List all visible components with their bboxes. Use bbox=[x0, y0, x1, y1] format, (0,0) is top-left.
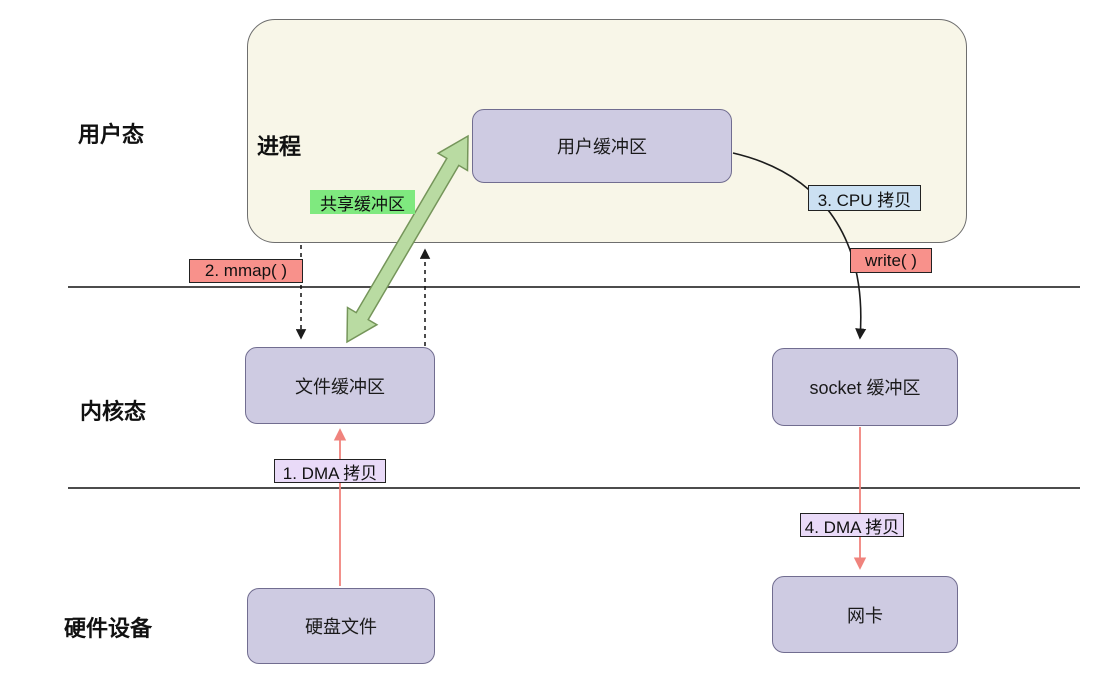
nic-box: 网卡 bbox=[772, 576, 958, 653]
socket-buffer-box: socket 缓冲区 bbox=[772, 348, 958, 426]
file-buffer-label: 文件缓冲区 bbox=[295, 376, 385, 397]
disk-file-box: 硬盘文件 bbox=[247, 588, 435, 664]
nic-label: 网卡 bbox=[847, 605, 883, 626]
region-label-user-mode: 用户态 bbox=[78, 122, 145, 147]
file-buffer-box: 文件缓冲区 bbox=[245, 347, 435, 424]
dma-copy-1-tag: 1. DMA 拷贝 bbox=[274, 459, 386, 483]
user-buffer-box: 用户缓冲区 bbox=[472, 109, 732, 183]
disk-file-label: 硬盘文件 bbox=[305, 617, 377, 637]
shared-buffer-tag: 共享缓冲区 bbox=[310, 190, 415, 214]
region-label-kernel-mode: 内核态 bbox=[80, 399, 147, 424]
region-label-hardware: 硬件设备 bbox=[64, 616, 153, 641]
write-syscall-tag: write( ) bbox=[850, 248, 932, 273]
process-label: 进程 bbox=[257, 134, 302, 159]
mmap-syscall-tag: 2. mmap( ) bbox=[189, 259, 303, 283]
dma-copy-4-tag: 4. DMA 拷贝 bbox=[800, 513, 904, 537]
cpu-copy-tag: 3. CPU 拷贝 bbox=[808, 185, 921, 211]
user-buffer-label: 用户缓冲区 bbox=[557, 137, 647, 157]
socket-buffer-label: socket 缓冲区 bbox=[809, 378, 921, 398]
